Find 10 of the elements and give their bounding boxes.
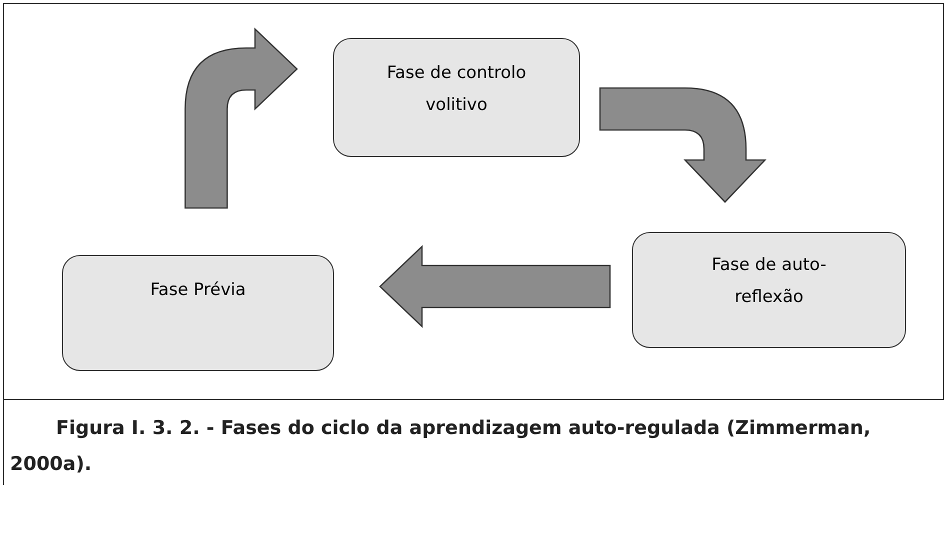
- phase-box: [632, 232, 906, 348]
- block-arrow: [184, 28, 298, 209]
- figure-caption: Figura I. 3. 2. - Fases do ciclo da aprendizagem auto-regulada (Zimmerman, 2000a).: [10, 416, 872, 477]
- phase-label: Fase de auto-reflexão: [710, 254, 828, 309]
- phase-box: [333, 38, 580, 157]
- block-arrow: [379, 244, 611, 328]
- phase-label: Fase de controlo volitivo: [386, 62, 528, 117]
- block-arrow: [599, 87, 766, 203]
- phase-box: [62, 255, 334, 371]
- phase-label: Fase Prévia: [150, 279, 246, 302]
